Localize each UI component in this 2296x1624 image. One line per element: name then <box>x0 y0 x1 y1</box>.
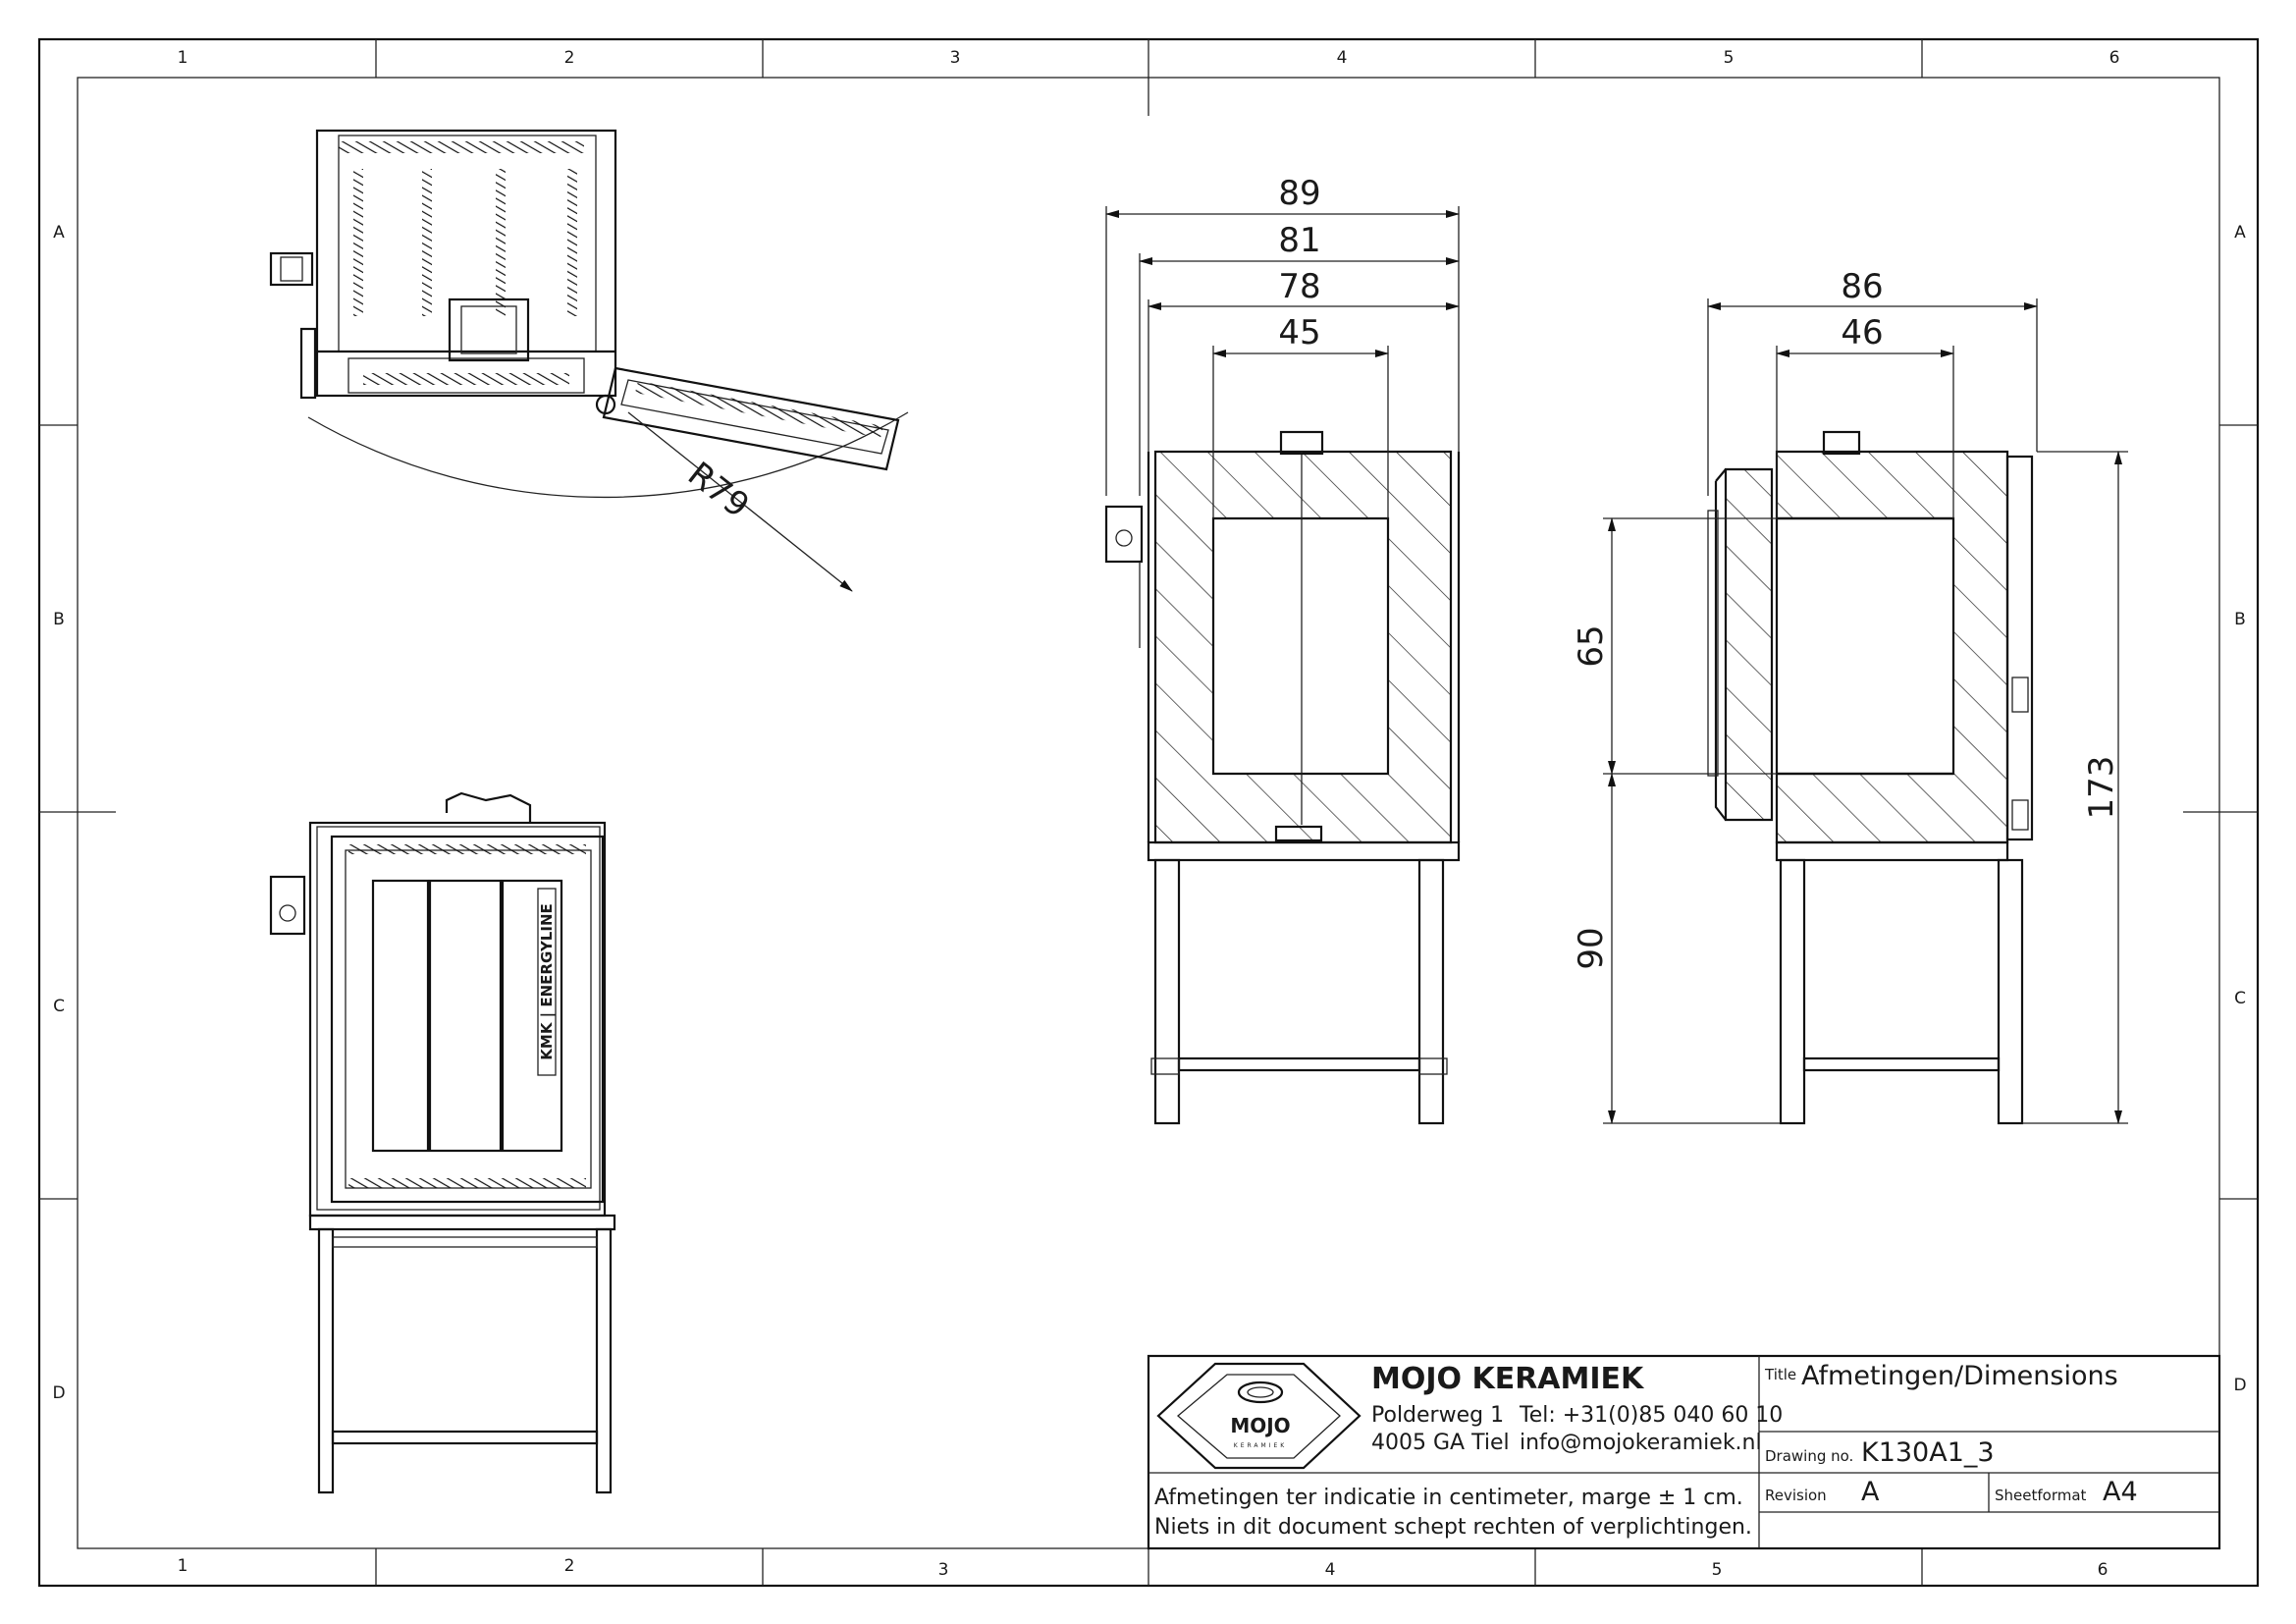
col-label-top: 2 <box>564 48 575 68</box>
sheetformat-value: A4 <box>2103 1477 2138 1507</box>
company-name: MOJO KERAMIEK <box>1371 1362 1645 1396</box>
col-label-bottom: 5 <box>1712 1560 1723 1580</box>
dim-stand-height-90: 90 <box>1572 927 1611 969</box>
col-label-top: 3 <box>950 48 961 68</box>
dim-radius: R79 <box>680 455 756 526</box>
row-label-right: D <box>2233 1376 2246 1395</box>
address-line2: 4005 GA Tiel <box>1371 1431 1510 1455</box>
note-line1: Afmetingen ter indicatie in centimeter, … <box>1154 1486 1743 1510</box>
dim-width-78: 78 <box>1278 267 1320 306</box>
side-section-view: 86 46 65 90 173 <box>1572 267 2128 1125</box>
front-view-door: KMK | ENERGYLINE <box>269 791 616 1494</box>
dim-width-81: 81 <box>1278 221 1320 260</box>
title-block: MOJO KERAMIEK MOJO KERAMIEK Polderweg 1 … <box>1147 1354 2221 1550</box>
col-label-bottom: 1 <box>178 1556 188 1576</box>
email: info@mojokeramiek.nl <box>1520 1431 1762 1455</box>
row-label-left: B <box>53 610 65 629</box>
front-section-view: 89 81 78 45 <box>1104 174 1461 1125</box>
dim-depth-86: 86 <box>1841 267 1883 306</box>
address-line1: Polderweg 1 <box>1371 1403 1504 1428</box>
note-line2: Niets in dit document schept rechten of … <box>1154 1515 1752 1540</box>
title-label: Title <box>1764 1366 1796 1383</box>
row-label-left: A <box>53 223 65 243</box>
col-label-top: 1 <box>178 48 188 68</box>
svg-text:MOJO: MOJO <box>1230 1414 1290 1437</box>
controller-box <box>1104 505 1144 564</box>
col-label-top: 5 <box>1724 48 1735 68</box>
door-swing-arc <box>307 411 909 499</box>
col-label-bottom: 6 <box>2098 1560 2109 1580</box>
dim-inner-45: 45 <box>1278 313 1320 352</box>
col-label-top: 4 <box>1337 48 1348 68</box>
phone: Tel: +31(0)85 040 60 10 <box>1519 1403 1783 1428</box>
dim-width-89: 89 <box>1278 174 1320 213</box>
dim-total-height-173: 173 <box>2082 756 2121 820</box>
col-label-bottom: 3 <box>938 1560 949 1580</box>
row-label-left: D <box>52 1383 65 1403</box>
top-view-open-door: R79 <box>269 129 909 592</box>
title-value: Afmetingen/Dimensions <box>1801 1361 2118 1391</box>
controller-box <box>269 251 314 287</box>
controller-box <box>269 875 306 936</box>
dim-inner-46: 46 <box>1841 313 1883 352</box>
svg-text:KERAMIEK: KERAMIEK <box>1234 1442 1287 1449</box>
grid-labels: 1 2 3 4 5 6 1 2 3 4 5 6 A B C D A B C D <box>52 48 2246 1580</box>
sheetformat-label: Sheetformat <box>1995 1487 2087 1504</box>
open-door <box>602 366 900 471</box>
row-label-right: B <box>2234 610 2246 629</box>
drawing-no-label: Drawing no. <box>1765 1447 1853 1465</box>
revision-label: Revision <box>1765 1487 1827 1504</box>
row-label-right: C <box>2234 989 2246 1008</box>
door-label: KMK | ENERGYLINE <box>538 903 557 1059</box>
col-label-top: 6 <box>2109 48 2120 68</box>
row-label-right: A <box>2234 223 2246 243</box>
revision-value: A <box>1861 1477 1880 1507</box>
col-label-bottom: 4 <box>1325 1560 1336 1580</box>
row-label-left: C <box>53 997 65 1016</box>
drawing-no-value: K130A1_3 <box>1861 1437 1995 1468</box>
vent-slots <box>339 141 584 385</box>
company-logo: MOJO KERAMIEK <box>1156 1362 1362 1470</box>
col-label-bottom: 2 <box>564 1556 575 1576</box>
dim-inner-height-65: 65 <box>1572 624 1611 667</box>
